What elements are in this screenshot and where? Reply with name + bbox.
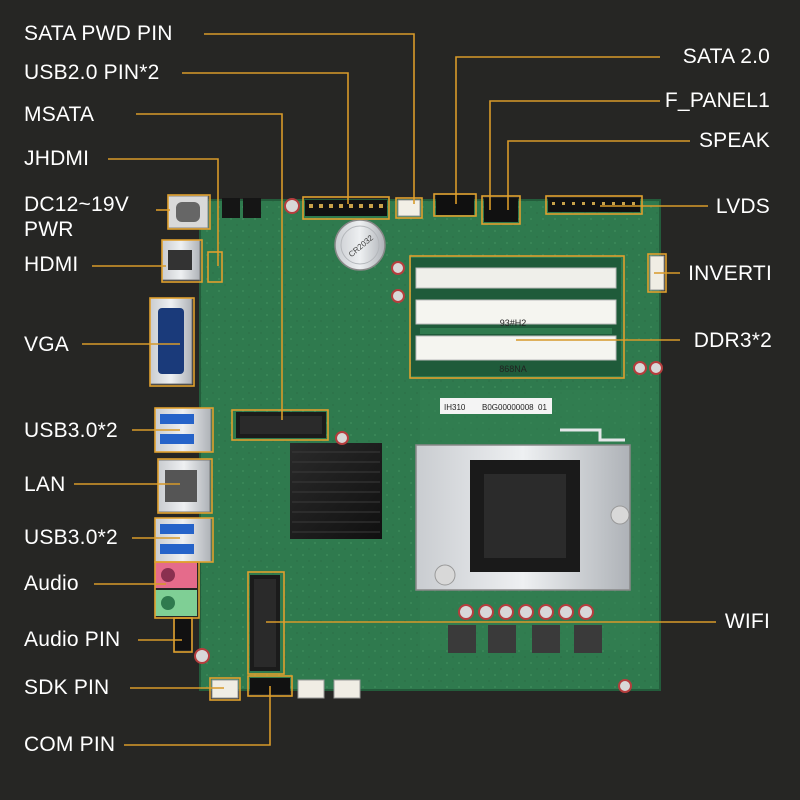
- label-vga: VGA: [24, 333, 69, 356]
- label-speak: SPEAK: [698, 129, 770, 152]
- m2-slots: [236, 412, 326, 671]
- label-f-panel1: F_PANEL1: [664, 89, 770, 112]
- label-dc-pwr: PWR: [24, 218, 74, 241]
- leader-usb20-pin: [182, 72, 349, 204]
- ram-label-top: 93#H2: [500, 318, 527, 328]
- leader-lines: [74, 33, 716, 746]
- label-usb30-b: USB3.0*2: [24, 526, 118, 549]
- top-connectors: [222, 195, 665, 291]
- label-inverti: INVERTI: [688, 262, 772, 285]
- leader-speak: [507, 140, 690, 210]
- label-sdk-pin: SDK PIN: [24, 676, 110, 699]
- revision-label: 01: [538, 403, 547, 412]
- label-usb30-a: USB3.0*2: [24, 419, 118, 442]
- cmos-battery: CR2032: [334, 219, 386, 271]
- label-dc-pwr-voltage: DC12~19V: [24, 193, 129, 216]
- leader-sata20: [455, 56, 660, 204]
- chipset-label: IH310: [444, 403, 466, 412]
- label-lan: LAN: [24, 473, 66, 496]
- label-sata20: SATA 2.0: [682, 45, 770, 68]
- ram-label-bottom: 868NA: [499, 364, 527, 374]
- leader-msata: [136, 113, 283, 420]
- label-audio: Audio: [24, 572, 79, 595]
- leader-com-pin: [124, 686, 271, 746]
- label-hdmi: HDMI: [24, 253, 79, 276]
- cpu-socket: [415, 428, 631, 591]
- label-audio-pin: Audio PIN: [24, 628, 121, 651]
- label-wifi: WIFI: [724, 610, 770, 633]
- leader-sata-pwd-pin: [204, 33, 415, 204]
- label-ddr3: DDR3*2: [693, 329, 772, 352]
- vrm: [194, 198, 663, 693]
- board-label: IH310 B0G00000008 01: [440, 398, 552, 414]
- label-jhdmi: JHDMI: [24, 147, 90, 170]
- heatsink: [290, 443, 382, 539]
- label-lvds: LVDS: [715, 195, 770, 218]
- part-number: B0G00000008: [482, 403, 534, 412]
- label-com-pin: COM PIN: [24, 733, 116, 756]
- label-usb20-pin: USB2.0 PIN*2: [24, 61, 160, 84]
- label-msata: MSATA: [24, 103, 95, 126]
- label-sata-pwd-pin: SATA PWD PIN: [24, 22, 173, 45]
- callout-boxes: [149, 193, 667, 701]
- leader-jhdmi: [108, 158, 219, 266]
- leader-f-panel1: [489, 100, 660, 210]
- ddr3-slots: 93#H2 868NA: [411, 258, 621, 376]
